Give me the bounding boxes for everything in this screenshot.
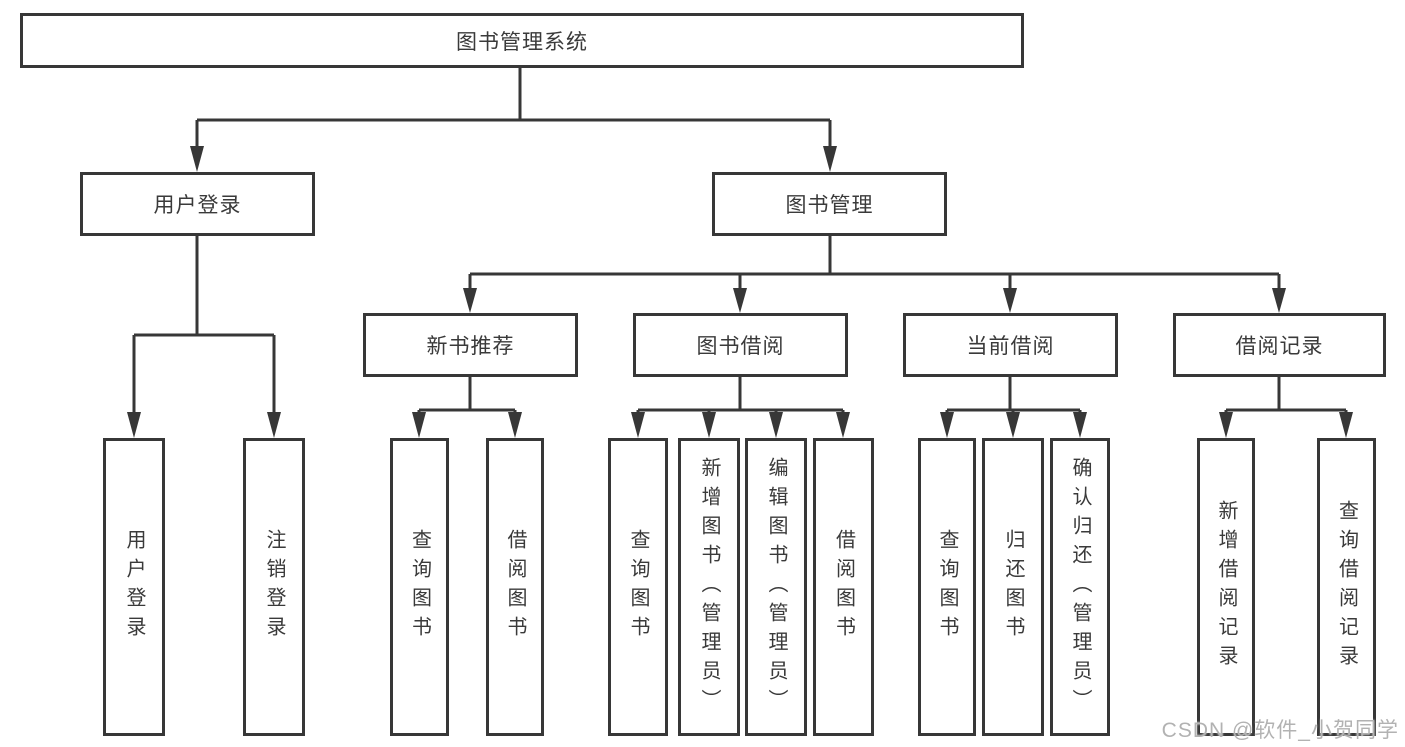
leaf-current-query-book-label: 查询图书 (936, 529, 958, 645)
leaf-record-add-record-label: 新增借阅记录 (1215, 500, 1237, 674)
node-user-login: 用户登录 (80, 172, 315, 236)
leaf-current-return-book: 归还图书 (982, 438, 1044, 736)
arrowhead-icons (127, 146, 1353, 438)
leaf-current-query-book: 查询图书 (918, 438, 976, 736)
node-book-borrow-label: 图书借阅 (696, 335, 785, 358)
node-root-label: 图书管理系统 (456, 30, 588, 54)
leaf-borrow-query-book: 查询图书 (608, 438, 668, 736)
leaf-borrow-add-book-label: 新增图书（管理员） (698, 456, 720, 718)
node-root: 图书管理系统 (20, 13, 1024, 68)
leaf-borrow-edit-book: 编辑图书（管理员） (745, 438, 807, 736)
leaf-borrow-borrow-book-label: 借阅图书 (832, 529, 855, 645)
leaf-newrec-query-book-label: 查询图书 (408, 529, 431, 645)
leaf-borrow-add-book: 新增图书（管理员） (678, 438, 740, 736)
node-new-book-recommend-label: 新书推荐 (426, 335, 515, 358)
leaf-record-query-record: 查询借阅记录 (1317, 438, 1376, 736)
leaf-user-login: 用户登录 (103, 438, 165, 736)
node-borrow-record-label: 借阅记录 (1235, 335, 1324, 358)
leaf-newrec-borrow-book-label: 借阅图书 (504, 529, 526, 645)
leaf-logout-login: 注销登录 (243, 438, 305, 736)
node-book-borrow: 图书借阅 (633, 313, 848, 377)
node-book-management: 图书管理 (712, 172, 947, 236)
leaf-record-query-record-label: 查询借阅记录 (1335, 500, 1358, 674)
leaf-current-confirm-return: 确认归还（管理员） (1050, 438, 1110, 736)
node-current-borrow-label: 当前借阅 (966, 335, 1055, 358)
leaf-logout-login-label: 注销登录 (263, 529, 285, 645)
leaf-record-add-record: 新增借阅记录 (1197, 438, 1255, 736)
leaf-newrec-query-book: 查询图书 (390, 438, 449, 736)
leaf-newrec-borrow-book: 借阅图书 (486, 438, 544, 736)
leaf-borrow-borrow-book: 借阅图书 (813, 438, 874, 736)
leaf-user-login-label: 用户登录 (123, 529, 145, 645)
leaf-borrow-edit-book-label: 编辑图书（管理员） (765, 456, 787, 718)
node-current-borrow: 当前借阅 (903, 313, 1118, 377)
leaf-borrow-query-book-label: 查询图书 (627, 529, 649, 645)
leaf-current-confirm-return-label: 确认归还（管理员） (1069, 456, 1091, 718)
node-book-management-label: 图书管理 (785, 194, 874, 217)
node-new-book-recommend: 新书推荐 (363, 313, 578, 377)
leaf-current-return-book-label: 归还图书 (1002, 529, 1024, 645)
watermark: CSDN @软件_小贺同学 (1161, 719, 1399, 742)
node-borrow-record: 借阅记录 (1173, 313, 1386, 377)
node-user-login-label: 用户登录 (153, 194, 242, 217)
